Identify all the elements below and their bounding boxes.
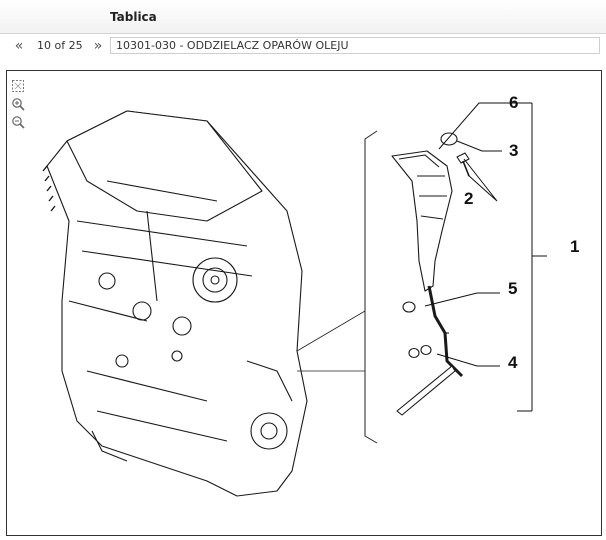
part-title-field[interactable]: 10301-030 - ODDZIELACZ OPARÓW OLEJU bbox=[110, 37, 600, 54]
fit-window-icon[interactable] bbox=[11, 79, 25, 93]
header-bar: Tablica bbox=[0, 0, 606, 34]
diagram-viewer[interactable]: 6 3 2 1 5 4 bbox=[6, 70, 602, 536]
separator-pipe bbox=[427, 285, 464, 378]
navigation-bar: « 10 of 25 » 10301-030 - ODDZIELACZ OPAR… bbox=[0, 34, 606, 60]
assembly-bracket bbox=[364, 130, 378, 444]
page-counter: 10 of 25 bbox=[37, 39, 83, 52]
page-title: Tablica bbox=[110, 10, 157, 24]
dipstick-tube bbox=[396, 365, 456, 416]
callout-5: 5 bbox=[508, 279, 518, 298]
o-ring-part-5 bbox=[402, 301, 416, 313]
next-page-button[interactable]: » bbox=[93, 38, 103, 54]
zoom-out-icon[interactable] bbox=[11, 115, 25, 129]
exploded-view-drawing bbox=[42, 102, 547, 497]
zoom-in-icon[interactable] bbox=[11, 97, 25, 111]
callout-1: 1 bbox=[570, 237, 580, 256]
first-page-button[interactable]: « bbox=[14, 38, 24, 54]
o-ring-part-4a bbox=[408, 347, 420, 359]
o-ring-part-4b bbox=[420, 344, 432, 356]
callout-3: 3 bbox=[509, 141, 519, 160]
oil-separator-body bbox=[391, 150, 453, 292]
bolt-part-2 bbox=[456, 152, 470, 164]
callout-2: 2 bbox=[464, 189, 474, 208]
callout-4: 4 bbox=[508, 353, 518, 372]
callout-6: 6 bbox=[509, 93, 519, 112]
